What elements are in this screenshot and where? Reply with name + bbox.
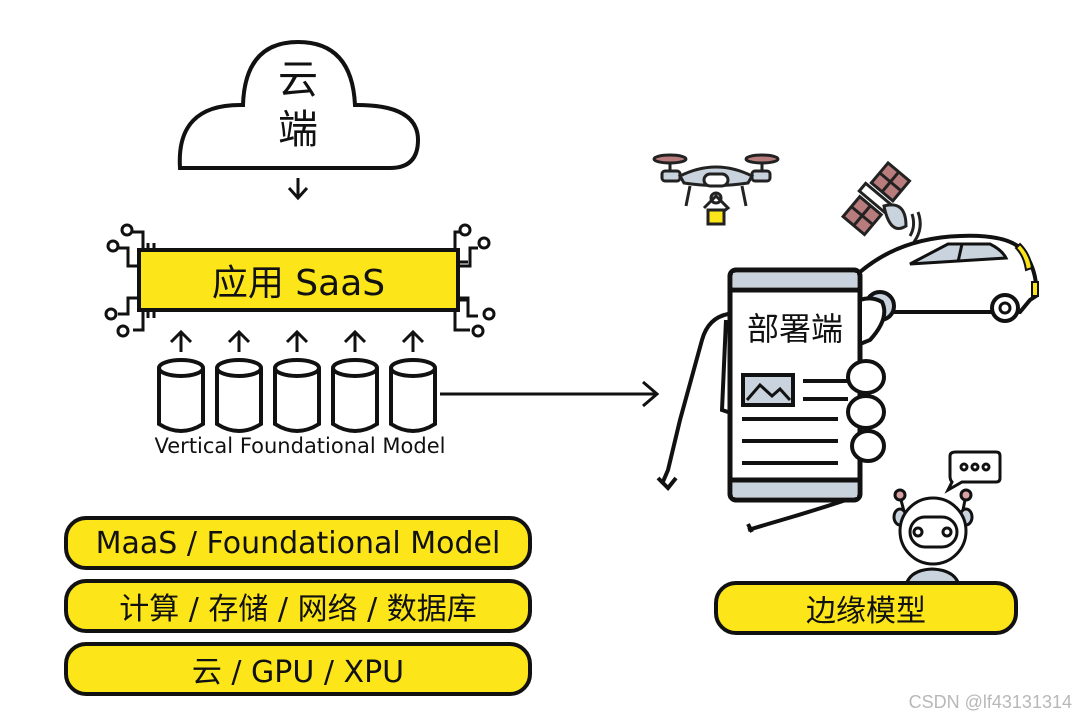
stack-layer-maas: MaaS / Foundational Model — [64, 516, 532, 570]
watermark: CSDN @lf43131314 — [908, 692, 1072, 712]
model-cylinder-icon — [273, 358, 321, 433]
fingers-icon — [846, 296, 887, 463]
arrow-up-icon — [169, 329, 193, 352]
speech-bubble-icon — [944, 450, 1002, 494]
model-cylinder-icon — [389, 358, 437, 433]
arrow-right-icon — [440, 380, 660, 408]
saas-label: 应用 SaaS — [211, 263, 386, 304]
stack-layer-infra: 计算 / 存储 / 网络 / 数据库 — [64, 579, 532, 633]
saas-box: 应用 SaaS — [137, 248, 460, 312]
edge-model-label: 边缘模型 — [806, 594, 926, 629]
stack-layer-hardware: 云 / GPU / XPU — [64, 642, 532, 696]
stack-layer-label: 计算 / 存储 / 网络 / 数据库 — [119, 592, 477, 627]
model-cylinder-icon — [215, 358, 263, 433]
stack-layer-label: 云 / GPU / XPU — [191, 655, 405, 690]
edge-model-box: 边缘模型 — [714, 581, 1018, 635]
stack-layer-label: MaaS / Foundational Model — [95, 525, 501, 561]
model-cylinder-icon — [157, 358, 205, 433]
cloud-label-line1: 云 — [278, 57, 318, 103]
arrow-up-icon — [285, 329, 309, 352]
arrow-up-icon — [401, 329, 425, 352]
cloud-label-line2: 端 — [278, 107, 318, 153]
drone-icon — [652, 153, 780, 226]
arrow-up-icon — [343, 329, 367, 352]
phone-icon — [727, 267, 863, 503]
cloud-icon — [177, 39, 421, 170]
satellite-icon — [840, 160, 922, 243]
circuit-left-icon — [104, 223, 156, 338]
model-cylinder-icon — [331, 358, 379, 433]
phone-label: 部署端 — [746, 310, 843, 348]
arrow-up-icon — [227, 329, 251, 352]
robot-icon — [892, 488, 974, 592]
arrow-down-icon — [287, 178, 309, 201]
circuit-right-icon — [453, 223, 496, 338]
vertical-model-caption: Vertical Foundational Model — [154, 434, 446, 458]
